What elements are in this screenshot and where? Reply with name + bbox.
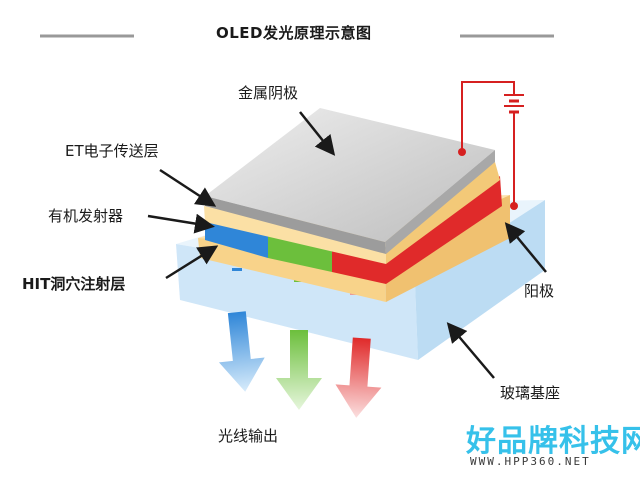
et-layer	[204, 162, 500, 264]
cathode-contact	[458, 148, 466, 156]
metal-cathode	[205, 108, 495, 254]
watermark-url: WWW.HPP360.NET	[470, 455, 591, 468]
arrow-icon-anode	[504, 222, 547, 273]
arrow-icon-et	[159, 168, 217, 207]
diagram-title: OLED发光原理示意图	[216, 24, 372, 42]
label-et-layer: ET电子传送层	[65, 142, 159, 160]
light-arrow-icon-blue	[218, 311, 265, 392]
label-anode: 阳极	[524, 282, 555, 300]
label-light-output: 光线输出	[218, 427, 279, 445]
arrow-icon-hit	[165, 245, 219, 280]
label-glass-substrate: 玻璃基座	[500, 384, 561, 402]
arrow-icon-glass	[446, 322, 495, 379]
watermark-text: 好品牌科技网	[466, 424, 640, 459]
light-arrow-icon-green	[276, 330, 322, 410]
circuit	[458, 81, 524, 210]
label-hit-layer: HIT洞穴注射层	[22, 275, 126, 293]
contact-mark-1	[232, 268, 242, 271]
battery-icon	[504, 94, 524, 114]
light-arrow-icon-red	[335, 337, 382, 418]
label-emitter: 有机发射器	[48, 207, 124, 225]
anode-contact	[510, 202, 518, 210]
arrow-icon-emitter	[147, 213, 215, 234]
emitter-layer	[205, 176, 502, 284]
arrow-icon-cathode	[299, 111, 336, 156]
label-metal-cathode: 金属阴极	[238, 84, 299, 102]
